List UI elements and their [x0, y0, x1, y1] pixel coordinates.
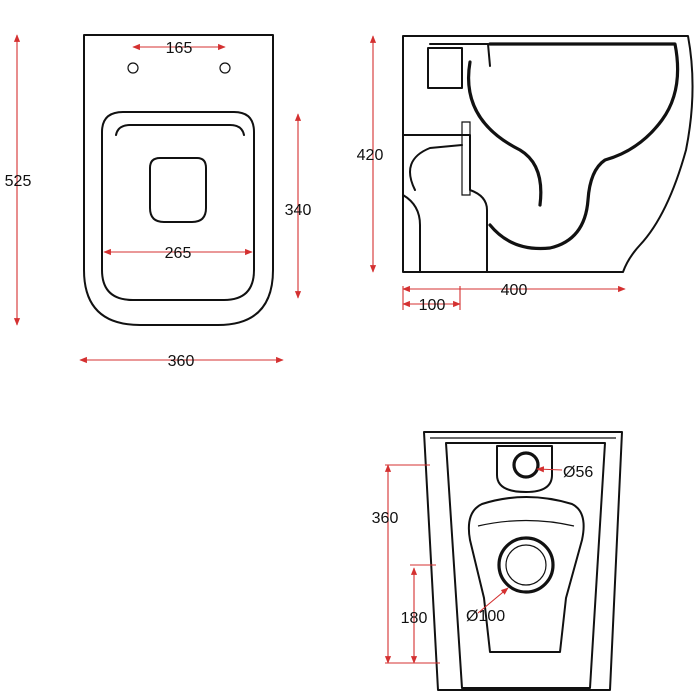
side-view-flush-pipe — [429, 43, 491, 67]
rear-view-pedestal-inner — [477, 519, 575, 527]
rear-view-inlet-hole — [512, 451, 540, 479]
side-view: 420 400 100 — [357, 35, 694, 314]
top-view-fixing-hole-left — [127, 62, 139, 74]
rear-view-outlet-hole — [497, 536, 555, 594]
rear-view: 360 180 Ø56 Ø100 — [372, 431, 623, 691]
dim-label-hole-spacing: 165 — [166, 40, 193, 57]
dim-label-overall-width: 360 — [168, 353, 195, 370]
side-view-trap-outline — [402, 134, 488, 273]
top-view-bowl-opening — [149, 157, 207, 223]
dim-label-inlet-height: 360 — [372, 510, 399, 527]
dim-label-depth: 400 — [501, 282, 528, 299]
dim-label-outlet-height: 180 — [401, 610, 428, 627]
top-view-inner-rim — [101, 111, 255, 301]
top-view-seat-line — [115, 124, 245, 136]
side-view-trap-curve — [402, 144, 463, 273]
dim-label-outlet-offset: 100 — [419, 297, 446, 314]
top-view-fixing-hole-right — [219, 62, 231, 74]
dim-label-outlet-diameter: Ø100 — [466, 608, 505, 625]
side-view-outlet-tube — [461, 121, 471, 196]
side-view-bowl-inner-curve — [467, 60, 543, 207]
side-view-bowl-cavity — [488, 42, 680, 251]
dim-label-overall-length: 525 — [5, 173, 32, 190]
dim-label-inlet-diameter: Ø56 — [563, 464, 593, 481]
dim-label-seat-depth: 340 — [285, 202, 312, 219]
leader-inlet-diameter — [536, 466, 563, 473]
rear-view-outlet-hole-inner — [505, 544, 547, 586]
side-view-body-outline — [402, 35, 694, 273]
top-view-body-outline — [83, 34, 274, 326]
rear-view-pedestal — [467, 496, 585, 653]
side-view-cistern-block — [427, 47, 463, 89]
dim-label-height: 420 — [357, 147, 384, 164]
rear-view-body-outline — [423, 431, 623, 691]
top-view: 525 165 340 265 360 — [5, 34, 312, 370]
dim-label-seat-width: 265 — [165, 245, 192, 262]
rear-view-inner-outline — [445, 442, 606, 689]
rear-view-inlet-housing — [496, 445, 553, 493]
leader-outlet-diameter — [477, 587, 509, 614]
